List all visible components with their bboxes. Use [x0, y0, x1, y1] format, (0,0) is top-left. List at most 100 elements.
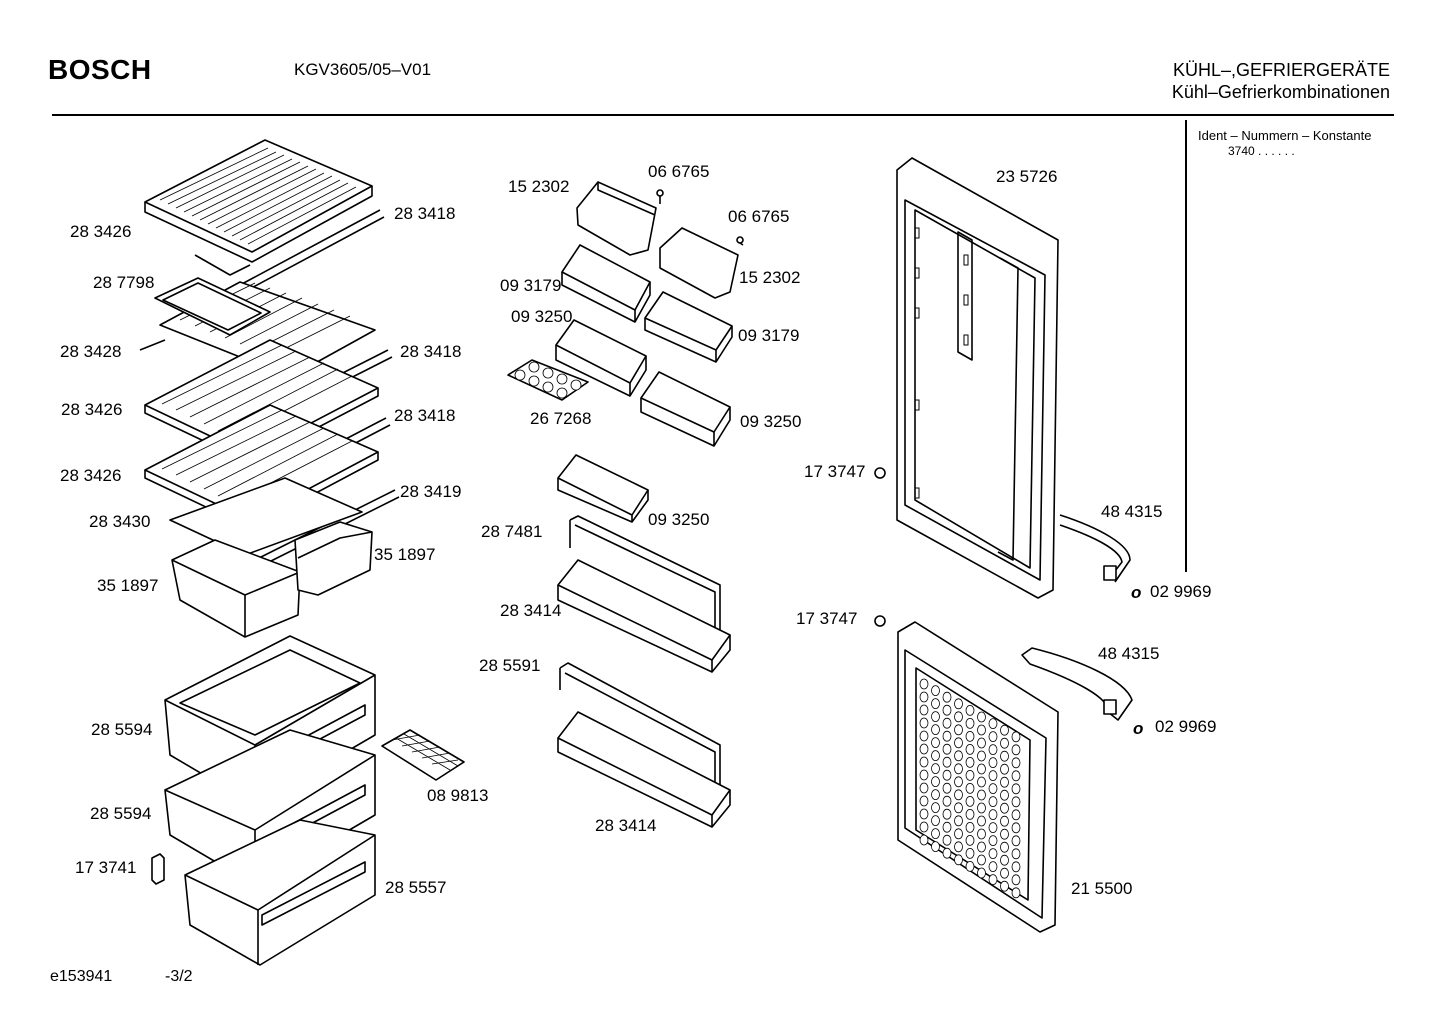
freezer-door-dot [977, 711, 986, 723]
part-label: 28 3426 [61, 400, 123, 419]
freezer-door-dot [931, 698, 940, 709]
freezer-door-dot [931, 763, 940, 774]
freezer-door-dot [1000, 854, 1009, 866]
freezer-door-dot [988, 744, 998, 755]
freezer-door-dot [988, 822, 998, 833]
door-bin-lid-1 [576, 181, 657, 256]
freezer-door-dot [965, 861, 975, 872]
freezer-door-dot [919, 795, 929, 807]
freezer-door-dot [977, 750, 986, 762]
freezer-door-grid [919, 678, 1021, 899]
freezer-door-dot [965, 822, 975, 833]
freezer-door-dot [954, 815, 963, 827]
freezer-door-dot [1011, 887, 1021, 899]
freezer-door-dot [977, 802, 986, 814]
freezer-door-dot [931, 815, 940, 826]
freezer-door-dot [954, 776, 963, 788]
part-label: 26 7268 [530, 409, 592, 428]
freezer-door-dot [1000, 789, 1009, 801]
freezer-door-dot [1011, 874, 1021, 886]
freezer-door-dot [1000, 815, 1009, 827]
freezer-door-dot [965, 796, 975, 807]
freezer-door-dot [942, 704, 952, 716]
freezer-door-dot [1000, 841, 1009, 853]
egg-tray [507, 359, 589, 401]
freezer-door-dot [1011, 770, 1021, 782]
freezer-door-dot [919, 834, 929, 846]
freezer-door-dot [942, 782, 952, 794]
freezer-door-dot [954, 802, 963, 814]
freezer-door-dot [942, 743, 952, 755]
freezer-door-dot [988, 835, 998, 846]
ident-title: Ident – Nummern – Konstante [1198, 128, 1372, 143]
freezer-door-dot [988, 783, 998, 794]
freezer-door-dot [988, 861, 998, 872]
door-bin-2 [644, 291, 733, 363]
part-label: 28 5594 [90, 804, 152, 823]
freezer-door-dot [942, 756, 952, 768]
freezer-door-dot [954, 698, 963, 710]
freezer-door-dot [1011, 796, 1021, 808]
freezer-door-dot [1000, 880, 1009, 892]
part-label: 28 3414 [595, 816, 657, 835]
part-label: 28 7481 [481, 522, 543, 541]
freezer-door-dot [965, 718, 975, 729]
freezer-door-dot [965, 770, 975, 781]
freezer-door-dot [965, 757, 975, 768]
freezer-door-dot [919, 743, 929, 755]
freezer-door-dot [988, 718, 998, 729]
part-label: 48 4315 [1101, 502, 1163, 521]
freezer-door-dot [919, 717, 929, 729]
freezer-door-dot [1011, 809, 1021, 821]
fridge-door [896, 157, 1059, 599]
freezer-door-dot [988, 796, 998, 807]
freezer-door-dot [1011, 744, 1021, 756]
part-label: 35 1897 [97, 576, 159, 595]
part-label: 09 3250 [740, 412, 802, 431]
freezer-door-dot [919, 704, 929, 716]
shelf-trim-1 [239, 209, 385, 293]
door-bin-3 [555, 319, 647, 397]
part-label: 15 2302 [508, 177, 570, 196]
freezer-door-dot [977, 841, 986, 853]
freezer-door-dot [942, 769, 952, 781]
freezer-door-dot [942, 717, 952, 729]
freezer-door-dot [977, 867, 986, 879]
freezer-door-dot [965, 848, 975, 859]
freezer-door-dot [1011, 822, 1021, 834]
part-label: 28 3426 [70, 222, 132, 241]
freezer-drawer-3 [184, 819, 376, 966]
freezer-door-dot [965, 809, 975, 820]
freezer-door-dot [931, 685, 940, 696]
freezer-door-dot [977, 789, 986, 801]
bottle-bin-1 [557, 559, 731, 673]
freezer-door-dot [977, 828, 986, 840]
freezer-door-dot [965, 731, 975, 742]
part-label: 06 6765 [648, 162, 710, 181]
freezer-door-dot [954, 763, 963, 775]
page-number: -3/2 [165, 968, 193, 985]
part-label: 28 3419 [400, 482, 462, 501]
freezer-door-dot [1011, 731, 1021, 743]
freezer-door-dot [954, 828, 963, 840]
freezer-door-dot [1000, 867, 1009, 879]
freezer-door-dot [919, 808, 929, 820]
freezer-door-dot [1000, 802, 1009, 814]
freezer-door-dot [965, 835, 975, 846]
bottle-rail-1 [569, 515, 721, 632]
freezer-door-dot [942, 730, 952, 742]
part-label: 02 9969 [1150, 582, 1212, 601]
freezer-door-dot [977, 763, 986, 775]
freezer-door-dot [1000, 724, 1009, 736]
model-number: KGV3605/05–V01 [294, 60, 432, 79]
part-label: 23 5726 [996, 167, 1058, 186]
freezer-door-dot [931, 828, 940, 839]
screw-2 [736, 236, 744, 246]
freezer-door-dot [919, 782, 929, 794]
ident-divider [1185, 120, 1187, 572]
part-label: 28 5594 [91, 720, 153, 739]
freezer-door-dot [965, 705, 975, 716]
part-label: 17 3747 [804, 462, 866, 481]
freezer-door-dot [977, 724, 986, 736]
drawer-clip [151, 853, 165, 885]
